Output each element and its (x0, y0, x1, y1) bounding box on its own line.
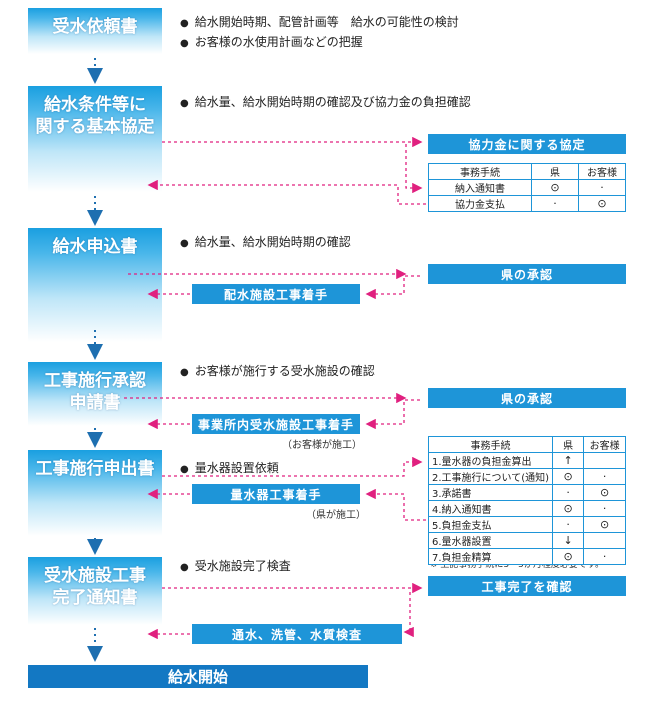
table-cell: · (531, 195, 579, 212)
footnote: ※ 上記事務手続に3〜5か月程度必要です。 (430, 560, 604, 570)
table-cell: ⊙ (552, 468, 585, 485)
step-label: 受水依頼書 (52, 17, 138, 37)
table-row: 6.量水器設置↓ (427, 532, 626, 549)
table-header: お客様 (583, 436, 626, 453)
note: 給水量、給水開始時期の確認 (180, 233, 351, 250)
step-kanryo-tsuchi: 受水施設工事 完了通知書 (28, 557, 162, 625)
table-row: 4.納入通知書⊙· (427, 500, 626, 517)
table-header: 事務手続 (427, 436, 554, 453)
table-cell: ↓ (552, 532, 585, 549)
table-cell: 1.量水器の負担金算出 (427, 452, 554, 469)
table-row: 納入通知書 ⊙ · (428, 179, 626, 196)
caption-ken-seko: （県が施工） (306, 510, 366, 521)
step-koji-shonin: 工事施行承認 申請書 (28, 362, 162, 426)
table-row: 1.量水器の負担金算出↑ (427, 452, 626, 469)
table-cell (583, 532, 626, 549)
note: 給水量、給水開始時期の確認及び協力金の負担確認 (180, 93, 471, 110)
kyusui-kaishi: 給水開始 (28, 665, 368, 688)
table-row: 3.承諾書·⊙ (427, 484, 626, 501)
table-cell: 協力金支払 (428, 195, 532, 212)
table-cell: · (583, 468, 626, 485)
table-cell: ⊙ (552, 500, 585, 517)
step-kyusui-moushikomi: 給水申込書 (28, 228, 162, 342)
table-header: 県 (552, 436, 585, 453)
table-cell: ↑ (552, 452, 585, 469)
table-cell: · (583, 548, 626, 565)
table-header: 事務手続 (428, 163, 532, 180)
note: お客様が施行する受水施設の確認 (180, 362, 375, 379)
table-cell: 7.負担金精算 (427, 548, 554, 565)
link-arrow (365, 488, 426, 521)
link-arrow (405, 144, 423, 194)
table-cell: ⊙ (578, 195, 626, 212)
step-label: 給水申込書 (52, 237, 138, 257)
table-row: 2.工事施行について(通知)⊙· (427, 468, 626, 485)
table-row: 5.負担金支払·⊙ (427, 516, 626, 533)
link-arrow (147, 179, 426, 205)
table-kyoryoku: 事務手続 県 お客様 納入通知書 ⊙ · 協力金支払 · ⊙ (428, 163, 626, 212)
table-cell: · (552, 516, 585, 533)
link-arrow (365, 275, 420, 300)
table-cell: 6.量水器設置 (427, 532, 554, 549)
table-cell: ⊙ (552, 548, 585, 565)
table-ryosuiki: 事務手続 県 お客様 1.量水器の負担金算出↑ 2.工事施行について(通知)⊙·… (427, 436, 626, 565)
band-kyoryoku-kyotei: 協力金に関する協定 (428, 134, 626, 154)
table-row: 協力金支払 · ⊙ (428, 195, 626, 212)
step-jusui-iraisho: 受水依頼書 (28, 8, 162, 54)
table-cell: 納入通知書 (428, 179, 532, 196)
table-header: お客様 (578, 163, 626, 180)
table-cell: · (578, 179, 626, 196)
band-ryosuiki-koji: 量水器工事着手 (192, 484, 360, 504)
table-header: 県 (531, 163, 579, 180)
note: 受水施設完了検査 (180, 557, 291, 574)
table-cell: 2.工事施行について(通知) (427, 468, 554, 485)
band-haisui-koji: 配水施設工事着手 (192, 284, 360, 304)
band-koji-kanryo: 工事完了を確認 (428, 576, 626, 596)
band-jigyosho-koji: 事業所内受水施設工事着手 (192, 414, 360, 434)
step-label: 工事施行承認 申請書 (44, 371, 146, 413)
step-label: 工事施行申出書 (35, 459, 155, 479)
table-cell: · (552, 484, 585, 501)
table-cell: 4.納入通知書 (427, 500, 554, 517)
caption-okyaku-seko: （お客様が施工） (282, 440, 362, 451)
band-tsusui-kensa: 通水、洗管、水質検査 (192, 624, 402, 644)
step-label: 受水施設工事 完了通知書 (44, 566, 146, 608)
step-koji-moushide: 工事施行申出書 (28, 450, 162, 536)
table-cell: 5.負担金支払 (427, 516, 554, 533)
step-label: 給水条件等に 関する基本協定 (35, 95, 155, 137)
note: 給水開始時期、配管計画等 給水の可能性の検討 (180, 13, 459, 30)
link-arrow (365, 399, 420, 430)
band-ken-shonin-1: 県の承認 (428, 264, 626, 284)
table-cell: ⊙ (583, 516, 626, 533)
note: お客様の水使用計画などの把握 (180, 33, 363, 50)
step-kihon-kyotei: 給水条件等に 関する基本協定 (28, 86, 162, 192)
note: 量水器設置依頼 (180, 459, 279, 476)
table-cell: 3.承諾書 (427, 484, 554, 501)
table-cell: ⊙ (531, 179, 579, 196)
table-cell: ⊙ (583, 484, 626, 501)
table-cell (583, 452, 626, 469)
table-row: 7.負担金精算⊙· (427, 548, 626, 565)
band-ken-shonin-2: 県の承認 (428, 388, 626, 408)
table-cell: · (583, 500, 626, 517)
